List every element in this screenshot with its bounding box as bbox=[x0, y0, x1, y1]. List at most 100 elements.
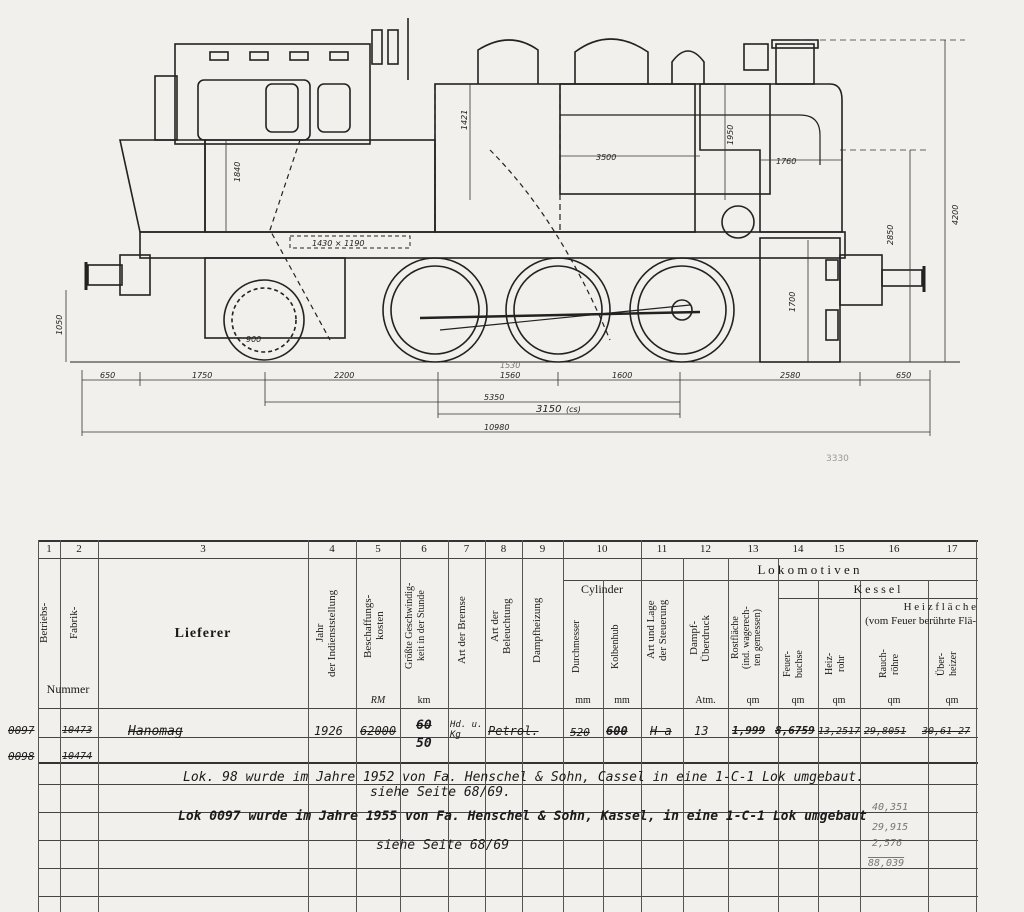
col-num-15: 15 bbox=[833, 543, 845, 555]
pencil-calc-3: 2,576 bbox=[872, 838, 903, 849]
row1-speed-corrected: 50 bbox=[416, 736, 432, 751]
col-num-2: 2 bbox=[76, 543, 82, 555]
unit-qm-3: qm bbox=[832, 695, 846, 706]
header-ueberdruck: Dampf- Überdruck bbox=[688, 614, 712, 662]
row1-lieferer: Hanomag bbox=[128, 724, 183, 739]
unit-atm: Atm. bbox=[695, 695, 716, 706]
header-rostflaeche: Rostfläche (ind. wagerech- ten gemessen) bbox=[730, 606, 763, 670]
dim-boiler-center: 2850 bbox=[886, 225, 895, 245]
unit-km: km bbox=[417, 695, 431, 706]
dim-dome-height: 1421 bbox=[460, 110, 469, 130]
header-feuerbuchse: Feuer- buchse bbox=[782, 650, 805, 678]
pencil-calc-2: 29,915 bbox=[872, 822, 909, 833]
row1-jahr: 1926 bbox=[314, 724, 343, 738]
dim-window: 1430 × 1190 bbox=[312, 239, 365, 248]
note-lok98-line2: siehe Seite 68/69. bbox=[370, 785, 511, 800]
col-num-5: 5 bbox=[375, 543, 381, 555]
col-num-6: 6 bbox=[421, 543, 427, 555]
row1-rostflaeche: 1,999 bbox=[732, 724, 766, 737]
header-lokomotiven: L o k o m o t i v e n bbox=[757, 562, 860, 577]
col-num-10: 10 bbox=[596, 543, 608, 555]
dim-wheelbase-3-correction: 1530 bbox=[500, 361, 520, 370]
dim-wheelbase-2: 2200 bbox=[334, 371, 354, 380]
row2-fabrik: 10474 bbox=[62, 751, 93, 762]
dim-chimney-height: 1950 bbox=[726, 125, 735, 145]
row1-durchmesser: 520 bbox=[570, 726, 590, 739]
note-lok97-line1: Lok 0097 wurde im Jahre 1955 von Fa. Hen… bbox=[178, 809, 867, 824]
col-num-12: 12 bbox=[700, 543, 711, 555]
row1-ueberheizer: 30,61 27 bbox=[922, 726, 971, 737]
row2-betriebs: 0098 bbox=[8, 750, 35, 763]
unit-qm-1: qm bbox=[746, 695, 760, 706]
dim-total-height: 4200 bbox=[951, 205, 960, 225]
dim-overhang-rear: 650 bbox=[896, 371, 911, 380]
row1-ueberdruck: 13 bbox=[694, 724, 709, 738]
col-num-17: 17 bbox=[946, 543, 958, 555]
header-lieferer: Lieferer bbox=[174, 626, 232, 641]
row1-beleuchtung: Petrol. bbox=[488, 724, 539, 738]
col-num-14: 14 bbox=[792, 543, 804, 555]
dim-wheel-diameter: 1700 bbox=[788, 292, 797, 312]
note-lok98-line1: Lok. 98 wurde im Jahre 1952 von Fa. Hens… bbox=[183, 770, 864, 785]
row1-bremse: Hd. u. Kg bbox=[450, 720, 483, 740]
header-beleuchtung: Art der Beleuchtung bbox=[489, 598, 513, 654]
dim-rigid-wheelbase: 3150 bbox=[536, 404, 561, 415]
header-kessel: K e s s e l bbox=[853, 582, 901, 596]
header-nummer: Nummer bbox=[46, 682, 90, 696]
header-dampfheizung: Dampfheizung bbox=[531, 597, 543, 663]
unit-qm-4: qm bbox=[887, 695, 901, 706]
note-lok97-line2: siehe Seite 68/69 bbox=[376, 838, 510, 853]
col-num-7: 7 bbox=[463, 543, 470, 555]
col-num-11: 11 bbox=[656, 543, 668, 555]
header-heizrohr: Heiz- rohr bbox=[824, 652, 847, 676]
dim-cab-height: 1840 bbox=[233, 162, 242, 182]
header-bremse: Art der Bremse bbox=[456, 596, 468, 664]
header-betriebs: Betriebs- bbox=[38, 602, 50, 644]
pencil-note-top: 3330 bbox=[826, 454, 849, 464]
row1-feuerbuchse: 8,6759 bbox=[775, 724, 815, 737]
dim-wheelbase-4: 1600 bbox=[612, 371, 632, 380]
unit-qm-2: qm bbox=[791, 695, 805, 706]
dim-buffer-height: 1050 bbox=[55, 315, 64, 335]
header-durchmesser: Durchmesser bbox=[571, 620, 582, 674]
header-rauchrohre: Rauch- röhre bbox=[878, 649, 901, 679]
header-geschwindigkeit: Größte Geschwindig- keit in der Stunde bbox=[404, 582, 427, 670]
locomotive-side-drawing: 650 1750 2200 1530 1560 1600 2580 650 53… bbox=[55, 18, 965, 436]
header-cylinder: Cylinder bbox=[581, 582, 623, 596]
dim-overhang-front: 650 bbox=[100, 371, 115, 380]
header-heizflaeche: H e i z f l ä c h e bbox=[903, 601, 976, 613]
header-jahr: Jahr der Indienststellung bbox=[314, 589, 338, 677]
col-num-16: 16 bbox=[888, 543, 900, 555]
col-num-1: 1 bbox=[46, 543, 52, 555]
dim-rear-section: 2580 bbox=[780, 371, 800, 380]
dim-boiler-length: 3500 bbox=[596, 153, 616, 162]
unit-mm-1: mm bbox=[575, 695, 591, 706]
header-ueberheizer: Über- heizer bbox=[936, 651, 959, 677]
row1-speed: 60 bbox=[416, 718, 432, 733]
header-steuerung: Art und Lage der Steuerung bbox=[645, 599, 669, 661]
col-num-3: 3 bbox=[200, 543, 206, 555]
col-num-13: 13 bbox=[747, 543, 759, 555]
pencil-calc-1: 40,351 bbox=[872, 802, 909, 813]
header-heizflaeche-sub: (vom Feuer berührte Flä- bbox=[865, 615, 976, 627]
row1-kosten: 62000 bbox=[360, 724, 397, 738]
dim-coupled-wheelbase: 5350 bbox=[484, 393, 504, 402]
header-kolbenhub: Kolbenhub bbox=[610, 624, 621, 670]
row1-rauchrohre: 29,8051 bbox=[864, 726, 907, 737]
unit-mm-2: mm bbox=[614, 695, 630, 706]
col-num-9: 9 bbox=[539, 543, 546, 555]
row1-fabrik: 10473 bbox=[62, 725, 93, 736]
row1-heizrohr: 13,2517 bbox=[818, 726, 861, 737]
pencil-calc-sum: 88,039 bbox=[868, 858, 905, 869]
dim-smokebox-length: 1760 bbox=[776, 157, 796, 166]
dim-rigid-wheelbase-note: (cs) bbox=[566, 405, 581, 414]
header-fabrik: Fabrik- bbox=[68, 606, 80, 640]
col-num-4: 4 bbox=[329, 543, 335, 555]
unit-qm-5: qm bbox=[945, 695, 959, 706]
unit-kosten: RM bbox=[370, 695, 386, 706]
dim-trailing-wheel: 900 bbox=[246, 335, 261, 344]
row1-kolbenhub: 600 bbox=[606, 724, 628, 738]
dim-total-length: 10980 bbox=[484, 423, 509, 432]
locomotive-ledger-table: 1 2 3 4 5 6 7 8 9 10 11 12 13 14 15 16 1… bbox=[8, 540, 978, 912]
